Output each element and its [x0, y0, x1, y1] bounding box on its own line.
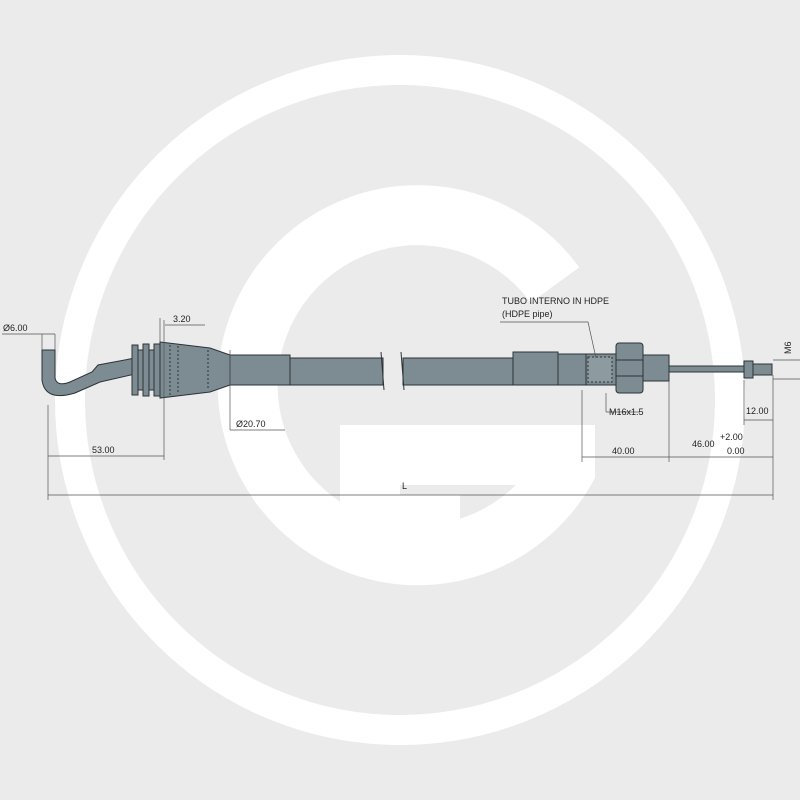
label-end-thread: M6	[783, 341, 793, 354]
label-callout-line1: TUBO INTERNO IN HDPE	[502, 296, 609, 306]
watermark-logo	[55, 55, 745, 745]
label-tip-length: 12.00	[746, 406, 769, 416]
label-tolerance-zero: 0.00	[727, 446, 745, 456]
threaded-end	[585, 342, 773, 394]
label-hook-to-collar: 53.00	[92, 445, 115, 455]
dimension-lines	[2, 318, 800, 500]
label-tolerance-plus: +2.00	[720, 432, 743, 442]
collar-sleeve	[131, 341, 231, 399]
label-nut-thread: M16x1.5	[609, 407, 644, 417]
label-end-length: 46.00	[692, 439, 715, 449]
hook-end	[41, 349, 136, 397]
label-sleeve-diameter: Ø20.70	[236, 419, 266, 429]
label-callout-line2: (HDPE pipe)	[502, 309, 553, 319]
cable-body	[229, 351, 587, 391]
label-thread-length: 40.00	[612, 446, 635, 456]
label-overall-length: L	[402, 481, 407, 491]
label-hook-diameter: Ø6.00	[3, 323, 28, 333]
label-collar-width: 3.20	[173, 314, 191, 324]
